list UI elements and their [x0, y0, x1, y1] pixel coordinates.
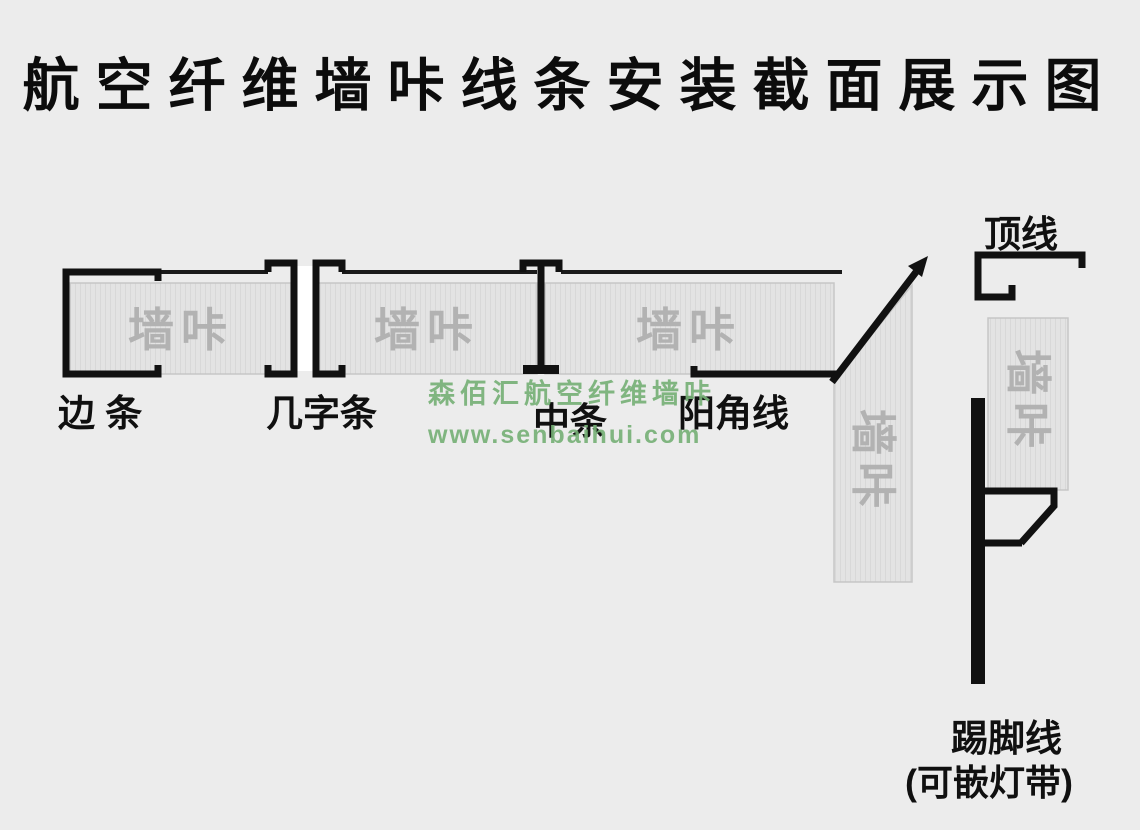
panel-horizontal-2: [317, 282, 538, 375]
ji-strip-profile-right: [312, 259, 346, 378]
corner-profile-flange: [690, 366, 840, 378]
ji-strip-profile-left: [264, 259, 298, 378]
panel-watermark-text: 墙咔: [128, 304, 234, 356]
ji-strip-gap: [297, 266, 313, 371]
label-edge-strip: 边 条: [58, 393, 143, 434]
top-line-profile: [974, 251, 1086, 301]
watermark-url: www.senbaihui.com: [428, 421, 702, 449]
panel-watermark-text: 墙咔: [847, 409, 899, 515]
watermark-brand: 森佰汇航空纤维墙咔: [428, 379, 716, 409]
label-top-line: 顶线: [984, 214, 1058, 255]
panel-watermark-text: 墙咔: [1002, 349, 1054, 455]
panel-watermark-text: 墙咔: [374, 304, 480, 356]
wall-baseline-bar: [971, 398, 985, 684]
panel-horizontal-3: [544, 282, 835, 375]
panel-watermark-text: 墙咔: [636, 304, 742, 356]
label-corner-line: 阳角线: [678, 393, 789, 434]
corner-profile-diagonal: [829, 269, 919, 385]
skirting-profile: [985, 487, 1058, 547]
middle-strip-profile-cap: [519, 259, 563, 272]
corner-arrow-icon: [908, 256, 928, 277]
label-skirting-note: (可嵌灯带): [905, 762, 1073, 803]
label-skirting-line: 踢脚线: [951, 718, 1062, 759]
label-middle-strip: 中条: [533, 401, 607, 442]
label-ji-strip: 几字条: [266, 393, 377, 434]
middle-strip-profile-foot: [523, 365, 559, 374]
page-title: 航空纤维墙咔线条安装截面展示图: [22, 54, 1118, 118]
panel-horizontal-1: [69, 282, 293, 375]
edge-strip-profile: [62, 268, 162, 378]
